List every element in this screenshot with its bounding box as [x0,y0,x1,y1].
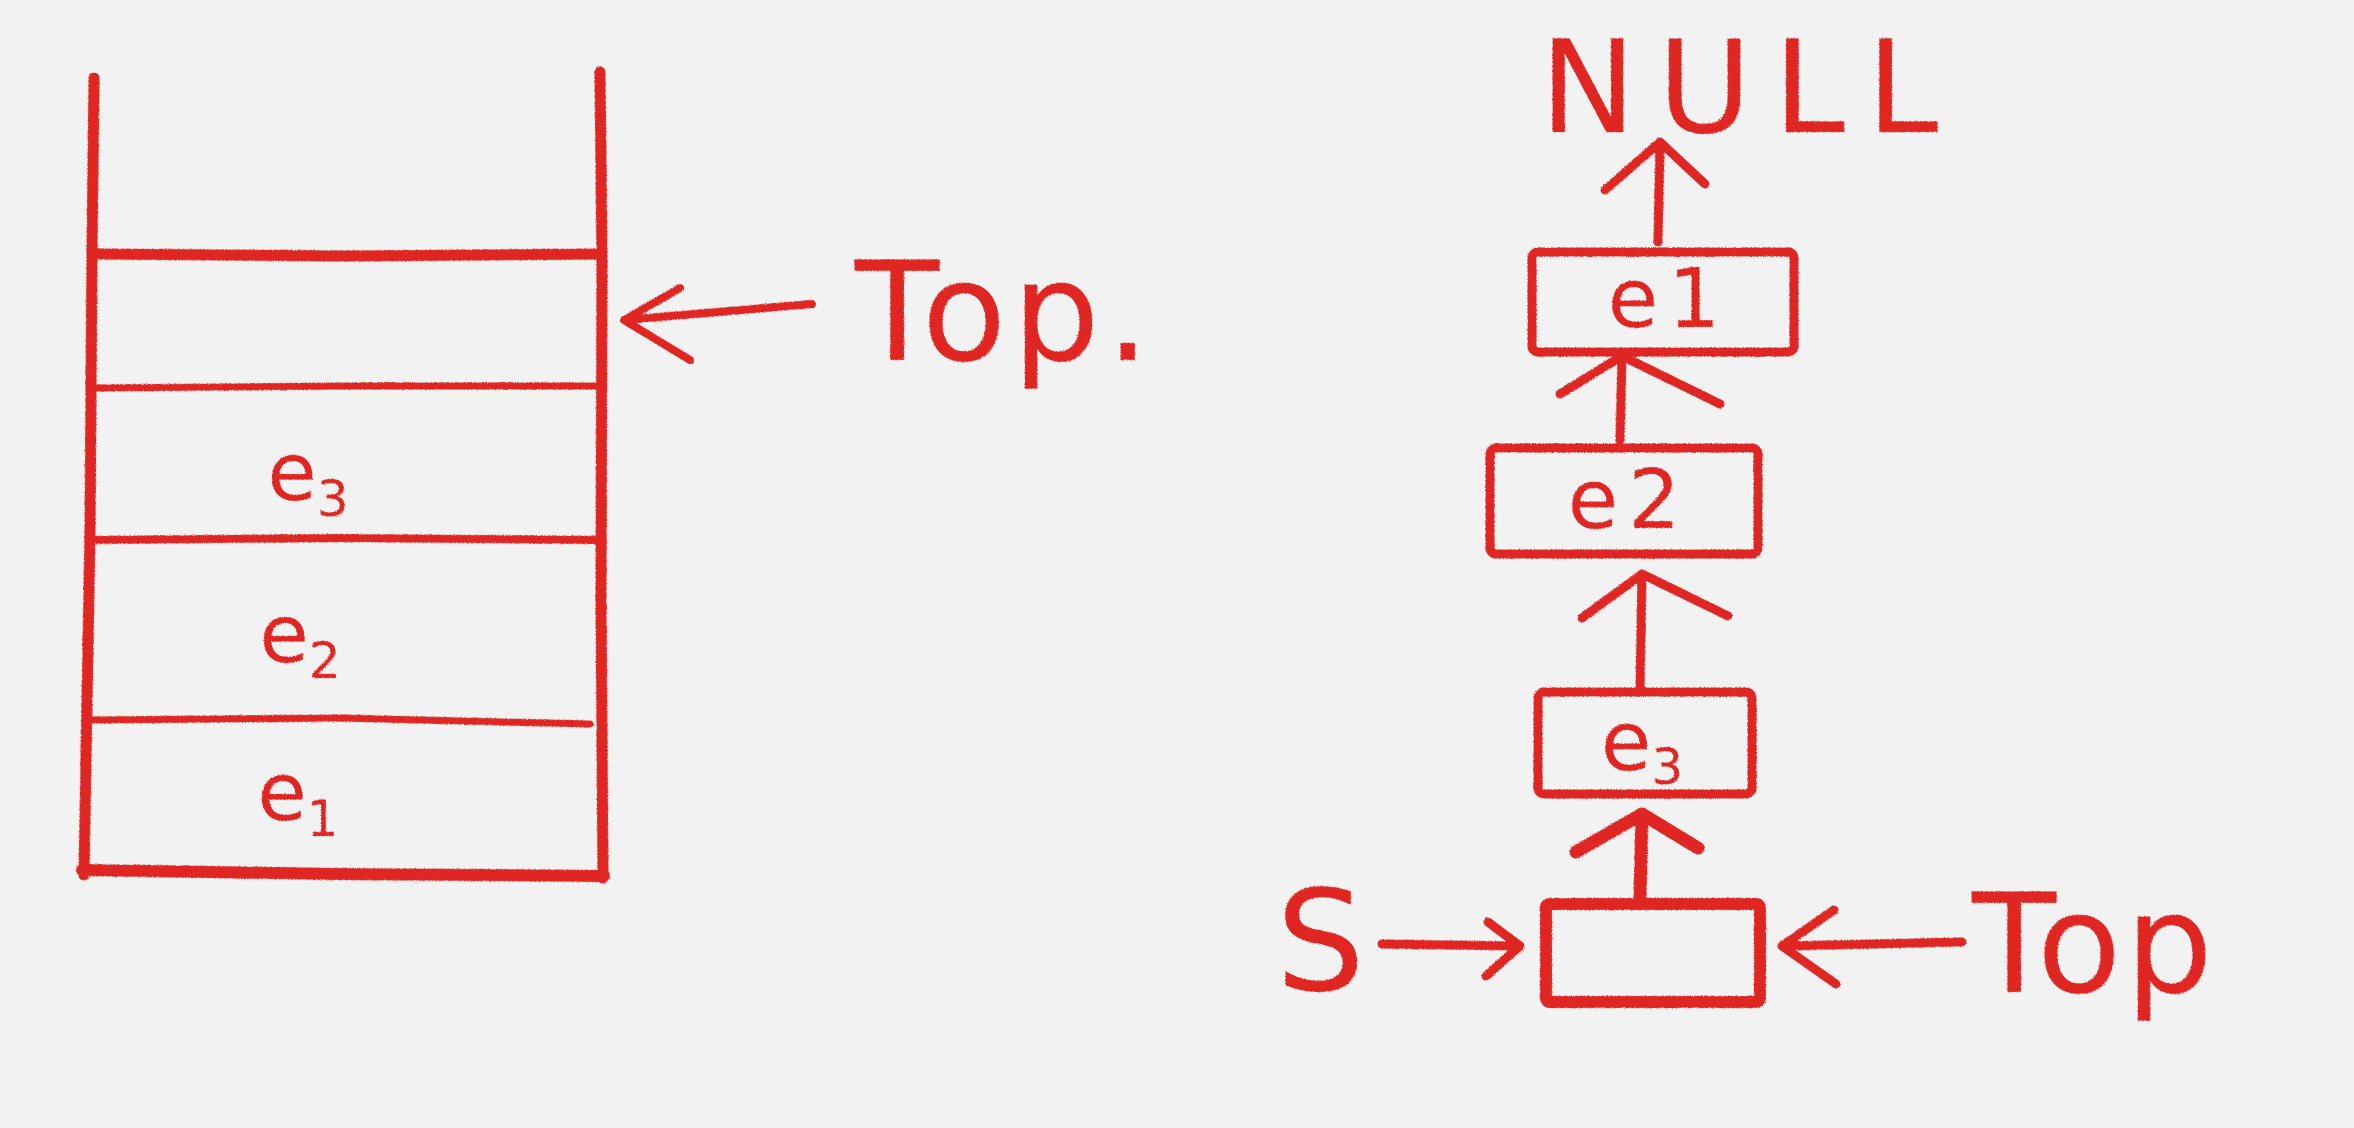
arrow-head-node-to-e3 [1569,807,1705,905]
linked-top-pointer-arrow [1777,905,1967,989]
head-pointer-label: S [1276,861,1365,1024]
head-pointer-arrow [1377,917,1525,981]
arrow-e3-to-e2 [1577,569,1733,693]
slot-divider-top [86,248,606,262]
array-top-label: Top. [854,232,1156,393]
array-top-pointer-arrow [620,284,816,364]
array-stack: e3 e2 e1 Top. [76,66,1156,884]
slot-divider-3 [86,534,606,544]
array-cell-label-bottom-slot: e1 [257,746,338,848]
array-cell-label-top-slot: e3 [267,426,348,528]
slot-divider-2 [88,382,604,392]
array-cell-label-middle-slot: e2 [259,588,340,690]
linked-node-e2 [1485,443,1763,559]
arrow-e2-to-e1 [1555,351,1725,445]
null-label: NULL [1540,14,1960,163]
linked-top-label: Top [1971,864,2217,1025]
arrow-e1-to-null [1600,137,1710,247]
linked-node-e3 [1533,687,1757,799]
linked-node-e3-label: e3 [1601,695,1683,796]
stack-container-bottom [76,864,610,882]
linked-head-node [1540,898,1766,1008]
slot-divider-4 [84,714,594,728]
linked-node-e1 [1527,247,1799,357]
stack-container-right-wall [594,66,609,884]
